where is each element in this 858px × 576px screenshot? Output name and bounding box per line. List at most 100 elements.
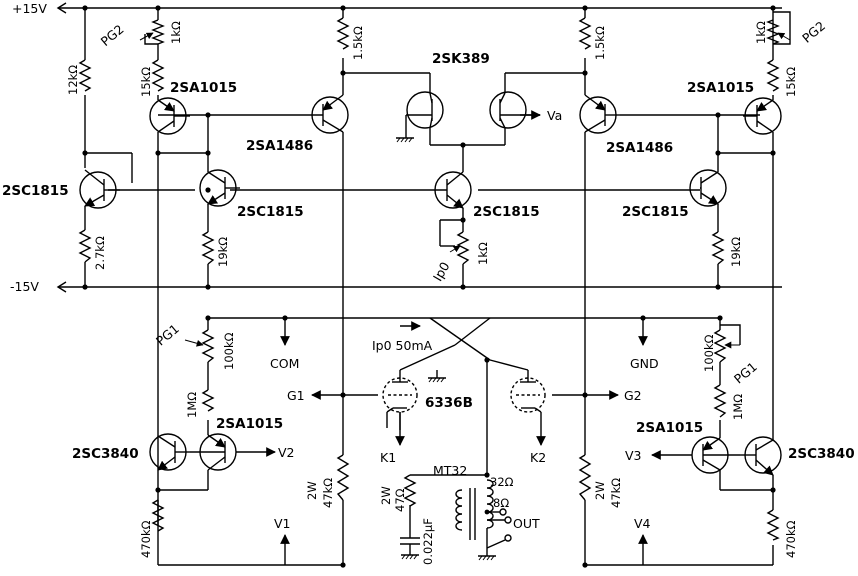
transistor-2sa1015-top-left <box>149 97 190 135</box>
value-19k-right: 19kΩ <box>729 237 743 267</box>
label-2sk389: 2SK389 <box>432 51 490 67</box>
resistor-1m-right <box>713 384 727 418</box>
transistor-2sk389-left-jfet <box>405 91 444 129</box>
value-1k-center: 1kΩ <box>476 242 490 265</box>
ground-symbols <box>396 125 496 561</box>
value-47ohm: 47Ω <box>393 488 407 512</box>
value-1k-right: 1kΩ <box>754 21 768 44</box>
label-va: Va <box>547 108 562 123</box>
left-wiring <box>84 8 344 565</box>
resistor-47ohm <box>403 474 417 507</box>
resistor-12k <box>78 59 92 92</box>
resistor-2k7 <box>78 229 92 263</box>
transistor-2sc1815-right <box>689 169 727 207</box>
value-8ohm: 8Ω <box>493 496 509 510</box>
value-12k: 12kΩ <box>66 65 80 95</box>
crossover-wiring <box>399 317 529 476</box>
transistor-2sa1486-left <box>305 94 349 134</box>
resistor-470k-right <box>766 509 780 541</box>
ground-capacitor <box>401 554 419 560</box>
resistor-19k-left <box>201 231 215 265</box>
resistor-15k-right <box>766 59 780 92</box>
value-1k5-right: 1.5kΩ <box>593 26 607 60</box>
value-47k-right: 47kΩ <box>609 478 623 508</box>
label-2sa1486-left: 2SA1486 <box>246 138 313 154</box>
node-labels: PG2 PG2 PG1 PG1 COM GND G1 G2 K1 K2 V1 V… <box>98 18 828 531</box>
transistor-2sc1815-center <box>430 171 472 209</box>
transistor-2sa1015-top-right <box>743 97 782 135</box>
value-32ohm: 32Ω <box>490 475 514 489</box>
label-2sc1815-edge: 2SC1815 <box>2 183 69 199</box>
label-v4: V4 <box>634 516 651 531</box>
label-ip0-current: Ip0 50mA <box>372 338 433 353</box>
label-pg2-left: PG2 <box>98 21 127 49</box>
label-2sc1815-center: 2SC1815 <box>473 204 540 220</box>
resistor-1m-left <box>201 389 215 412</box>
resistor-47k-left <box>336 454 350 501</box>
ground-tube-center <box>428 370 446 383</box>
label-v1: V1 <box>274 516 291 531</box>
ground-jfet <box>396 125 414 143</box>
resistor-19k-right <box>711 231 725 265</box>
label-2sa1486-right: 2SA1486 <box>606 140 673 156</box>
negative-rail <box>56 281 782 293</box>
value-2w-left: 2W <box>305 481 319 500</box>
value-1k-left: 1kΩ <box>169 21 183 44</box>
transistor-2sc1815-edge <box>79 169 120 209</box>
label-2sa1015-bottom-right: 2SA1015 <box>636 420 703 436</box>
transistor-2sa1015-bottom-left <box>190 433 276 471</box>
label-gnd: GND <box>630 356 659 371</box>
resistor-470k-left <box>151 499 165 532</box>
pot-wipers <box>139 32 791 349</box>
value-15k-left: 15kΩ <box>139 67 153 97</box>
label-ip0-pot: Ip0 <box>430 259 453 283</box>
value-1k5-left: 1.5kΩ <box>351 26 365 60</box>
label-k1: K1 <box>380 450 396 465</box>
resistor-1k5-right <box>578 17 592 50</box>
value-labels: 12kΩ 15kΩ 1kΩ 1.5kΩ 1.5kΩ 1kΩ 15kΩ 2.7kΩ… <box>66 21 798 565</box>
value-100k-left: 100kΩ <box>222 332 236 370</box>
transistor-2sk389-right-jfet <box>489 91 540 129</box>
value-2k7: 2.7kΩ <box>93 236 107 270</box>
label-pg1-left: PG1 <box>153 321 182 349</box>
junction-dots <box>82 5 776 568</box>
tube-6336b-right <box>510 377 546 446</box>
label-pg1-right: PG1 <box>731 359 760 387</box>
value-15k-right: 15kΩ <box>784 67 798 97</box>
ground-transformer <box>478 548 496 561</box>
pot-ip0 <box>456 231 470 265</box>
transistor-2sc1815-left <box>199 169 240 207</box>
label-6336b: 6336B <box>425 395 473 411</box>
label-com: COM <box>270 356 299 371</box>
value-1m-right: 1MΩ <box>731 394 745 420</box>
label-2sc1815-right: 2SC1815 <box>622 204 689 220</box>
label-mt32: MT32 <box>433 463 467 478</box>
pot-pg2-right <box>766 19 780 45</box>
output-transformer <box>455 479 512 549</box>
label-g2: G2 <box>624 388 642 403</box>
transistor-2sc3840-left <box>149 433 190 471</box>
resistor-47k-right <box>578 454 592 501</box>
label-v3: V3 <box>625 448 642 463</box>
pot-pg1-right <box>713 329 727 363</box>
label-2sc1815-left: 2SC1815 <box>237 204 304 220</box>
value-2w-center: 2W <box>379 486 393 505</box>
label-out: OUT <box>513 516 540 531</box>
pot-pg2-left <box>151 19 165 45</box>
right-wiring <box>584 8 774 565</box>
label-k2: K2 <box>530 450 546 465</box>
label-pg2-right: PG2 <box>799 18 828 46</box>
label-v2: V2 <box>278 445 295 460</box>
value-470k-left: 470kΩ <box>139 520 153 558</box>
resistors <box>78 17 780 541</box>
value-1m-left: 1MΩ <box>185 392 199 418</box>
label-2sc3840-left: 2SC3840 <box>72 446 139 462</box>
value-0022uf: 0.022μF <box>421 518 435 565</box>
transistor-2sa1486-right <box>579 94 620 134</box>
label-2sa1015-bottom-left: 2SA1015 <box>216 416 283 432</box>
label-2sa1015-top-right: 2SA1015 <box>687 80 754 96</box>
label-2sa1015-top-left: 2SA1015 <box>170 80 237 96</box>
node-arrows <box>280 318 648 565</box>
label-2sc3840-right: 2SC3840 <box>788 446 855 462</box>
